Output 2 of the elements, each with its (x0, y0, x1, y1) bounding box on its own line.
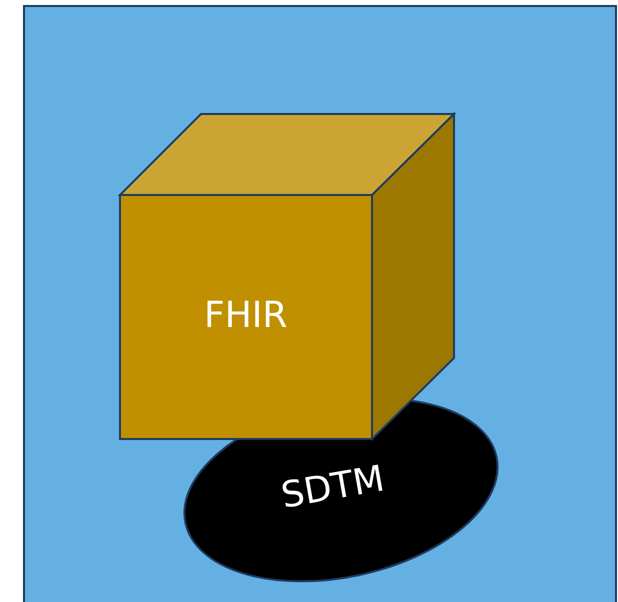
cube-label: FHIR (204, 295, 288, 336)
ellipse-label: SDTM (278, 458, 388, 517)
